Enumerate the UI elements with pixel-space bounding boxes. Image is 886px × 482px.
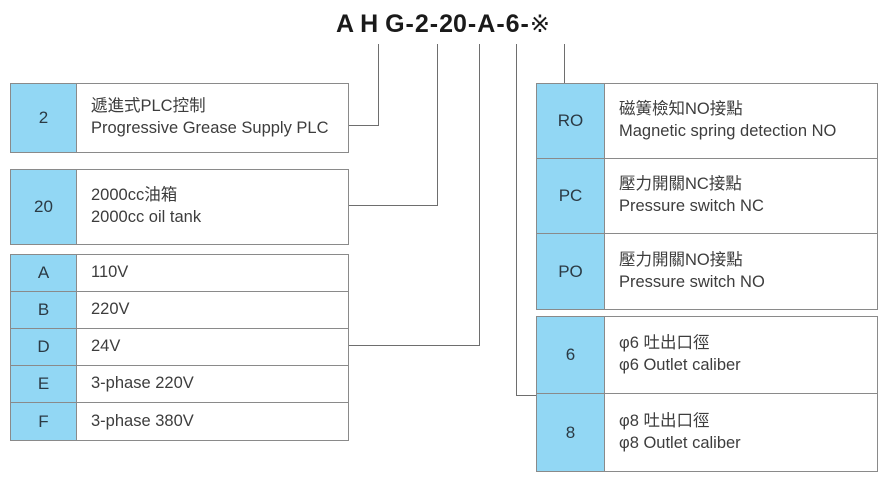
table-row: 6 φ6 吐出口徑 φ6 Outlet caliber: [537, 317, 877, 394]
table-row: D 24V: [11, 329, 348, 366]
code-cell: 20: [11, 170, 77, 244]
description-en: 220V: [91, 300, 130, 319]
leader-line-tank-vertical: [437, 44, 438, 206]
code-separator: -: [496, 10, 505, 38]
code-cell: PO: [537, 234, 605, 309]
code-segment: 6: [505, 10, 520, 38]
table-row: PO 壓力開關NO接點 Pressure switch NO: [537, 234, 877, 309]
description-en: Pressure switch NC: [619, 197, 764, 215]
description-cell: 遞進式PLC控制 Progressive Grease Supply PLC: [77, 84, 348, 152]
table-row: A 110V: [11, 255, 348, 292]
code-segment: 2: [414, 10, 429, 38]
leader-line-switch-vertical: [564, 44, 565, 84]
description-cn: 壓力開關NO接點: [619, 250, 743, 269]
table-row: F 3-phase 380V: [11, 403, 348, 440]
code-separator: -: [429, 10, 439, 38]
description-cell: 24V: [77, 329, 348, 365]
description-en: 110V: [91, 263, 129, 282]
table-row: 8 φ8 吐出口徑 φ8 Outlet caliber: [537, 394, 877, 471]
table-oil-tank: 20 2000cc油箱 2000cc oil tank: [10, 169, 349, 245]
leader-line-voltage-horizontal: [349, 345, 480, 346]
table-control-type: 2 遞進式PLC控制 Progressive Grease Supply PLC: [10, 83, 349, 153]
code-segment: A: [477, 10, 496, 38]
description-cell: 220V: [77, 292, 348, 328]
code-cell: F: [11, 403, 77, 440]
code-segment: ※: [529, 11, 550, 38]
table-row: RO 磁簧檢知NO接點 Magnetic spring detection NO: [537, 84, 877, 159]
description-cell: 3-phase 220V: [77, 366, 348, 402]
leader-line-tank-horizontal: [349, 205, 438, 206]
code-cell: PC: [537, 159, 605, 233]
description-cn: 遞進式PLC控制: [91, 97, 206, 116]
code-cell: 6: [537, 317, 605, 393]
description-cn: φ8 吐出口徑: [619, 411, 710, 430]
code-cell: D: [11, 329, 77, 365]
leader-line-voltage-vertical: [479, 44, 480, 346]
description-cell: φ8 吐出口徑 φ8 Outlet caliber: [605, 394, 877, 471]
description-cell: φ6 吐出口徑 φ6 Outlet caliber: [605, 317, 877, 393]
table-outlet-caliber: 6 φ6 吐出口徑 φ6 Outlet caliber 8 φ8 吐出口徑 φ8…: [536, 316, 878, 472]
code-cell: B: [11, 292, 77, 328]
description-cell: 壓力開關NO接點 Pressure switch NO: [605, 234, 877, 309]
code-cell: E: [11, 366, 77, 402]
table-voltage: A 110V B 220V D 24V E 3-phase 220V F: [10, 254, 349, 441]
description-cell: 磁簧檢知NO接點 Magnetic spring detection NO: [605, 84, 877, 158]
table-detection-switch: RO 磁簧檢知NO接點 Magnetic spring detection NO…: [536, 83, 878, 310]
code-separator: -: [467, 10, 477, 38]
description-cell: 2000cc油箱 2000cc oil tank: [77, 170, 348, 244]
table-row: PC 壓力開關NC接點 Pressure switch NC: [537, 159, 877, 234]
code-cell: A: [11, 255, 77, 291]
description-en: Progressive Grease Supply PLC: [91, 119, 329, 137]
code-cell: RO: [537, 84, 605, 158]
description-en: Magnetic spring detection NO: [619, 122, 837, 140]
leader-line-control-vertical: [378, 44, 379, 126]
description-cell: 110V: [77, 255, 348, 291]
table-row: 2 遞進式PLC控制 Progressive Grease Supply PLC: [11, 84, 348, 152]
description-cell: 3-phase 380V: [77, 403, 348, 440]
description-en: 2000cc oil tank: [91, 208, 202, 226]
description-cn: 2000cc油箱: [91, 186, 178, 205]
description-cell: 壓力開關NC接點 Pressure switch NC: [605, 159, 877, 233]
description-cn: φ6 吐出口徑: [619, 334, 710, 353]
description-en: 24V: [91, 337, 121, 356]
table-row: B 220V: [11, 292, 348, 329]
description-en: φ8 Outlet caliber: [619, 433, 741, 452]
description-en: 3-phase 380V: [91, 411, 194, 430]
code-cell: 8: [537, 394, 605, 471]
description-cn: 壓力開關NC接點: [619, 175, 742, 194]
code-cell: 2: [11, 84, 77, 152]
code-separator: -: [405, 10, 414, 38]
leader-line-caliber-horizontal: [516, 395, 537, 396]
code-segment: 20: [439, 10, 467, 38]
description-en: φ6 Outlet caliber: [619, 356, 741, 374]
code-separator: -: [520, 10, 529, 38]
leader-line-caliber-vertical: [516, 44, 517, 396]
table-row: 20 2000cc油箱 2000cc oil tank: [11, 170, 348, 244]
description-en: 3-phase 220V: [91, 374, 194, 393]
description-en: Pressure switch NO: [619, 272, 765, 291]
code-segment: A H G: [336, 10, 405, 38]
description-cn: 磁簧檢知NO接點: [619, 100, 743, 119]
table-row: E 3-phase 220V: [11, 366, 348, 403]
leader-line-control-horizontal: [349, 125, 379, 126]
model-code-header: A H G-2-20-A-6-※: [0, 10, 886, 39]
